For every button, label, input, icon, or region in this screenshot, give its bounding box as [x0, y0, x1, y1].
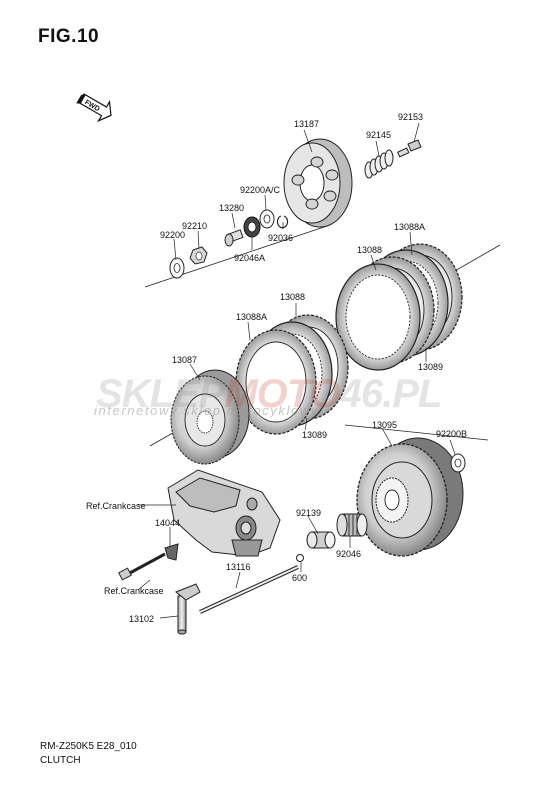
needle-bearing-92046: [336, 513, 368, 537]
label-13089-top: 13089: [418, 362, 444, 372]
label-13088a-top: 13088A: [394, 222, 426, 232]
oil-seal-14044: [164, 543, 179, 561]
label-92036: 92036: [268, 233, 294, 243]
label-13087: 13087: [172, 355, 198, 365]
label-92153: 92153: [398, 112, 424, 122]
middle-disc-stack: [235, 314, 349, 435]
fwd-arrow-icon: FWD: [76, 93, 112, 123]
label-92210: 92210: [182, 221, 208, 231]
label-ref-crankcase-2: Ref.Crankcase: [104, 586, 164, 596]
bushing-92139: [306, 531, 336, 549]
model-code: RM-Z250K5 E28_010: [40, 741, 137, 752]
watermark-part-3: 46.PL: [339, 372, 443, 416]
label-13089-mid: 13089: [302, 430, 328, 440]
pressure-plate: [283, 138, 353, 228]
label-13088-top: 13088: [357, 245, 383, 255]
figure-title: FIG.10: [38, 26, 100, 47]
label-13088a-mid: 13088A: [236, 312, 268, 322]
release-bolt: [118, 552, 166, 581]
fwd-text: FWD: [83, 99, 100, 113]
label-92046: 92046: [336, 549, 362, 559]
clutch-housing: [356, 437, 464, 557]
watermark-part-2: MOTO: [224, 372, 340, 416]
label-13187: 13187: [294, 119, 320, 129]
upper-disc-stack: [335, 243, 463, 371]
label-14044: 14044: [155, 518, 181, 528]
push-piece-13280: [224, 229, 244, 247]
label-92200b: 92200B: [436, 429, 468, 439]
label-13280: 13280: [219, 203, 245, 213]
label-92200: 92200: [160, 230, 186, 240]
label-92145: 92145: [366, 130, 392, 140]
figure-caption: CLUTCH: [40, 755, 81, 766]
release-shaft-13102: [175, 583, 201, 635]
circlip-92036: [276, 215, 289, 229]
label-ref-crankcase-1: Ref.Crankcase: [86, 501, 146, 511]
watermark-subtitle: internetowy sklep motocyklowy: [94, 403, 319, 418]
steel-ball-600: [296, 554, 304, 562]
clutch-spring: [364, 149, 394, 179]
spring-bolt: [396, 139, 422, 158]
label-92200ac: 92200A/C: [240, 185, 281, 195]
clutch-hub: [170, 369, 250, 465]
label-13102: 13102: [129, 614, 155, 624]
watermark-logo: SKLEPMOTO46.PL: [96, 372, 443, 417]
label-13088-mid: 13088: [280, 292, 306, 302]
label-92139: 92139: [296, 508, 322, 518]
crankcase-fragment: [167, 469, 281, 557]
leader-lines: [137, 122, 456, 619]
label-92046a: 92046A: [234, 253, 266, 263]
label-13116: 13116: [226, 562, 251, 572]
label-600: 600: [292, 573, 308, 583]
label-13095: 13095: [372, 420, 398, 430]
watermark-part-1: SKLEP: [96, 372, 225, 416]
